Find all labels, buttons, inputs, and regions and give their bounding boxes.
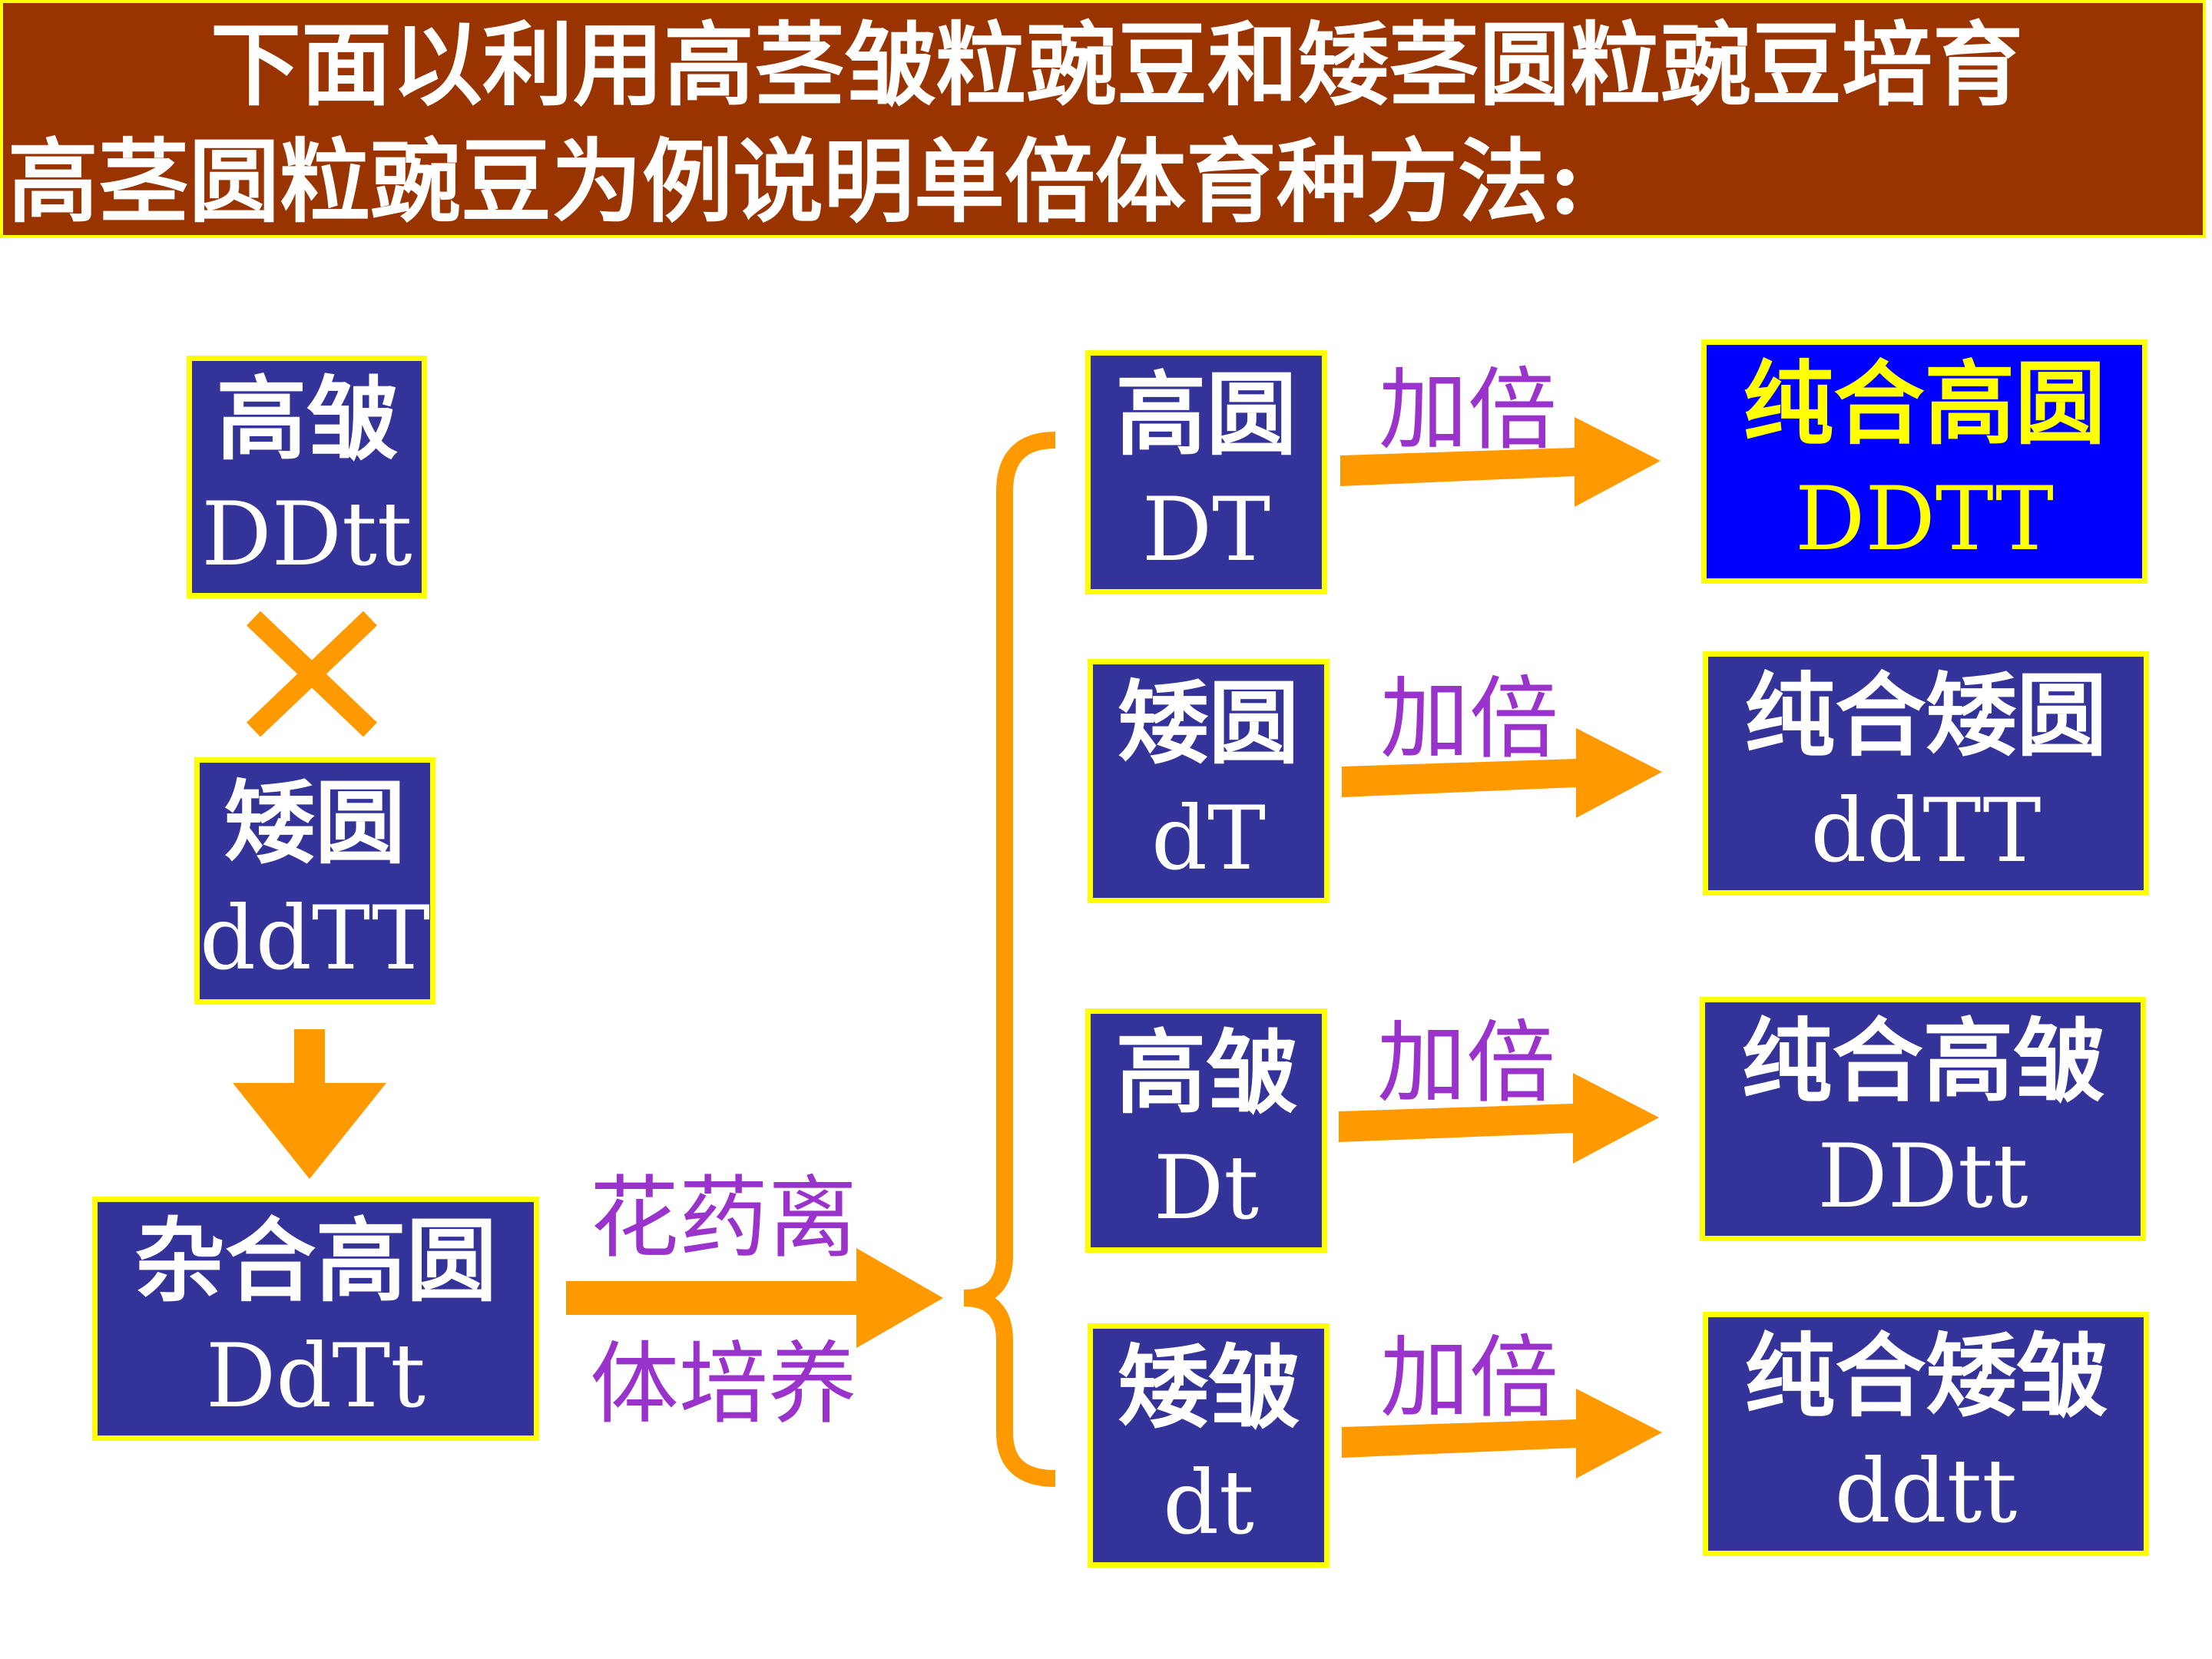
doubled-1-name: 纯合高圆 — [1743, 350, 2106, 457]
haploid-1-name: 高圆 — [1115, 361, 1297, 468]
parent-2-box: 矮圆 ddTT — [194, 757, 435, 1005]
haploid-1-genotype: DT — [1141, 478, 1271, 581]
haploid-box-1: 高圆 DT — [1085, 350, 1327, 594]
brace-icon — [963, 432, 1056, 1487]
title-line-2: 高茎圆粒豌豆为例说明单倍体育种方法: — [8, 128, 1582, 235]
doubling-label-2: 加倍 — [1380, 667, 1558, 771]
haploid-3-genotype: Dt — [1153, 1137, 1260, 1239]
hybrid-genotype: DdTt — [205, 1325, 426, 1427]
doubling-label-3: 加倍 — [1377, 1012, 1555, 1115]
doubled-3-genotype: DDtt — [1817, 1125, 2028, 1227]
doubled-2-name: 纯合矮圆 — [1744, 662, 2108, 769]
haploid-3-name: 高皱 — [1115, 1019, 1297, 1126]
haploid-box-3: 高皱 Dt — [1085, 1008, 1327, 1253]
doubling-arrow-2-icon — [1342, 728, 1662, 818]
down-arrow-icon — [233, 1029, 386, 1179]
culture-label-line-1: 花药离 — [590, 1167, 857, 1270]
title-banner: 下面以利用高茎皱粒豌豆和矮茎圆粒豌豆培育 高茎圆粒豌豆为例说明单倍体育种方法: — [0, 0, 2206, 238]
haploid-4-name: 矮皱 — [1118, 1334, 1300, 1441]
doubled-box-3: 纯合高皱 DDtt — [1700, 997, 2146, 1241]
parent-2-name: 矮圆 — [224, 770, 406, 876]
haploid-2-name: 矮圆 — [1118, 670, 1300, 777]
doubled-2-genotype: ddTT — [1810, 780, 2041, 882]
doubling-arrow-1-icon — [1340, 417, 1661, 507]
doubling-label-1: 加倍 — [1379, 359, 1557, 462]
doubled-box-4: 纯合矮皱 ddtt — [1703, 1312, 2149, 1556]
doubled-3-name: 纯合高皱 — [1741, 1008, 2104, 1114]
parent-1-box: 高皱 DDtt — [187, 356, 427, 598]
haploid-4-genotype: dt — [1163, 1452, 1254, 1554]
doubling-arrow-3-icon — [1339, 1073, 1659, 1164]
hybrid-name: 杂合高圆 — [134, 1207, 497, 1314]
parent-1-genotype: DDtt — [201, 483, 412, 585]
haploid-2-genotype: dT — [1151, 787, 1266, 889]
haploid-box-4: 矮皱 dt — [1088, 1323, 1330, 1568]
parent-1-name: 高皱 — [216, 366, 398, 472]
parent-2-genotype: ddTT — [199, 887, 431, 989]
culture-label-line-2: 体培养 — [590, 1333, 857, 1436]
doubling-arrow-4-icon — [1342, 1389, 1662, 1479]
doubled-box-2: 纯合矮圆 ddTT — [1703, 651, 2149, 896]
cross-symbol-icon — [247, 611, 377, 737]
doubled-box-1: 纯合高圆 DDTT — [1701, 339, 2147, 584]
doubled-4-genotype: ddtt — [1834, 1440, 2018, 1542]
hybrid-box: 杂合高圆 DdTt — [92, 1197, 539, 1441]
haploid-box-2: 矮圆 dT — [1088, 659, 1330, 903]
doubled-4-name: 纯合矮皱 — [1744, 1323, 2108, 1429]
culture-arrow-icon — [566, 1248, 943, 1348]
doubling-label-4: 加倍 — [1380, 1326, 1558, 1430]
doubled-1-genotype: DDTT — [1795, 468, 2054, 570]
title-line-1: 下面以利用高茎皱粒豌豆和矮茎圆粒豌豆培育 — [210, 12, 2024, 118]
